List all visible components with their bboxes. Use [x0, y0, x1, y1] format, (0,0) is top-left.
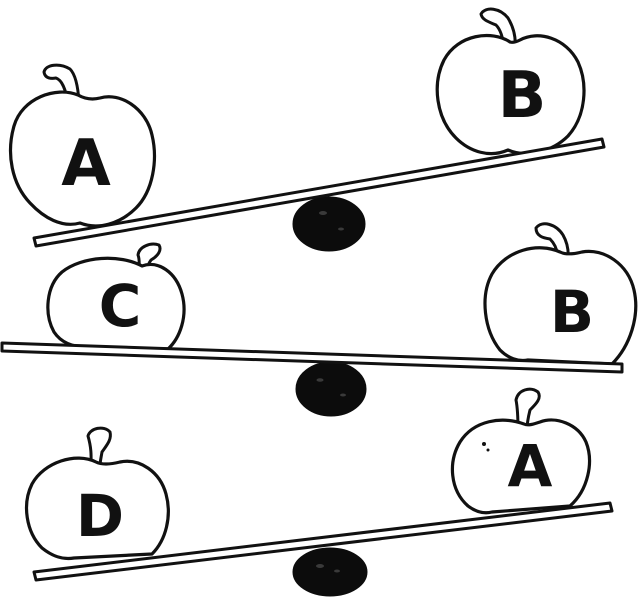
apple-right-3: A [450, 387, 592, 515]
plank-1 [32, 137, 606, 248]
apple-right-2: B [483, 222, 638, 366]
fulcrum-3 [292, 547, 368, 597]
apple-right-1: B [435, 7, 586, 156]
scale-2: C B [0, 222, 638, 417]
apple-label-left-2: C [99, 272, 142, 340]
scale-1: A B [8, 7, 606, 252]
scale-3: D A [24, 387, 614, 597]
apple-left-1: A [8, 63, 157, 228]
fulcrum-2 [295, 361, 367, 417]
apple-label-left-1: A [61, 127, 111, 201]
apple-label-right-1: B [498, 59, 547, 133]
apple-label-left-3: D [76, 482, 124, 550]
apple-left-3: D [24, 426, 170, 561]
apple-label-right-2: B [550, 278, 594, 346]
fulcrum-1 [292, 196, 366, 252]
plank-3 [32, 501, 614, 582]
plank-2 [0, 341, 624, 374]
apple-left-2: C [46, 242, 186, 351]
apple-label-right-3: A [508, 432, 553, 500]
